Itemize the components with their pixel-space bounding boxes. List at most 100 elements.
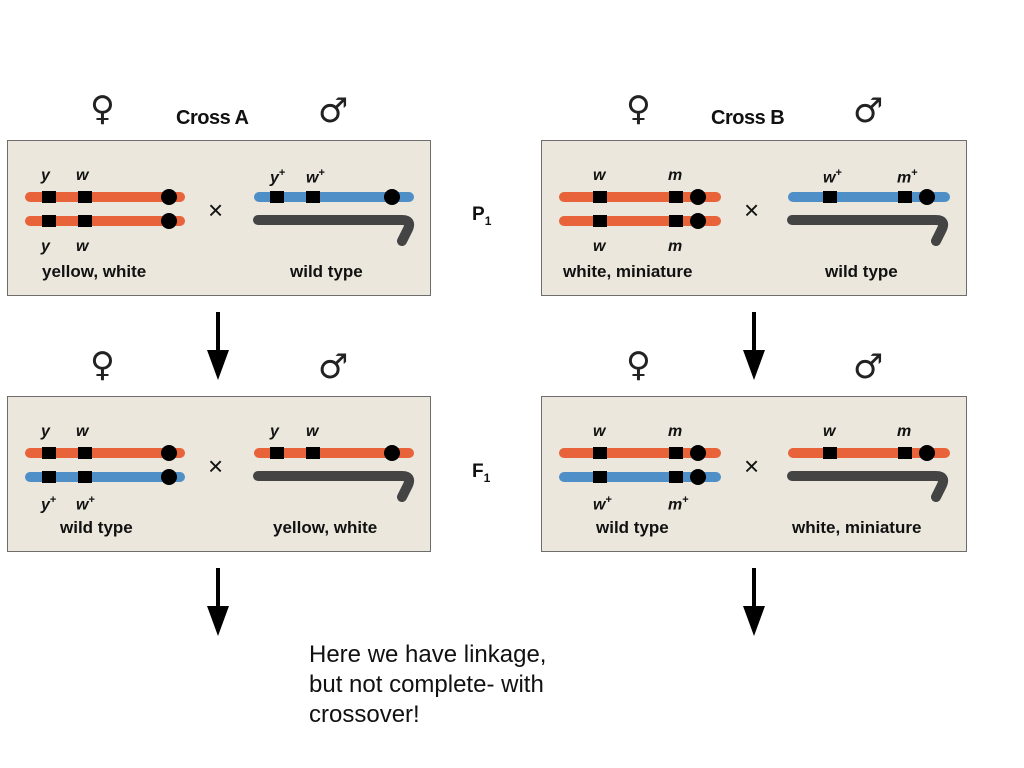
female-x-chromosome	[559, 445, 721, 461]
allele-label: y	[41, 238, 50, 255]
cross-symbol: ×	[208, 451, 224, 481]
allele-label: m+	[897, 167, 918, 187]
allele-label: w	[76, 167, 89, 184]
centromere	[919, 189, 935, 205]
centromere	[384, 445, 400, 461]
female-symbol-cross-b-p1: ♀	[626, 89, 651, 129]
male-symbol-cross-b-p1: ♂	[853, 91, 884, 131]
female-x-chromosome	[25, 445, 185, 461]
locus-marker	[270, 191, 284, 203]
allele-label: w	[306, 423, 319, 440]
female-x-chromosome	[25, 213, 185, 229]
locus-marker	[593, 447, 607, 459]
centromere	[690, 189, 706, 205]
locus-marker	[669, 471, 683, 483]
phenotype-label: wild type	[825, 262, 898, 281]
allele-label: w	[76, 423, 89, 440]
phenotype-label: wild type	[596, 518, 669, 537]
female-x-chromosome	[25, 469, 185, 485]
centromere	[919, 445, 935, 461]
allele-label: w	[823, 423, 836, 440]
cross-symbol: ×	[744, 451, 760, 481]
cross-b-p1-panel: w m w m white, miniature × w+ m+ wild ty…	[541, 140, 967, 296]
phenotype-label: yellow, white	[42, 262, 147, 281]
cross-a-title: Cross A	[176, 107, 249, 129]
centromere	[384, 189, 400, 205]
male-symbol-cross-a-p1: ♂	[318, 91, 349, 131]
male-x-chromosome	[254, 445, 414, 461]
centromere	[161, 213, 177, 229]
phenotype-label: yellow, white	[273, 518, 378, 537]
allele-label: w	[593, 423, 606, 440]
allele-label: m	[897, 423, 912, 440]
allele-label: w	[76, 238, 89, 255]
locus-marker	[42, 471, 56, 483]
male-symbol-cross-a-f1: ♂	[318, 347, 349, 387]
cross-a-p1-panel: y w y w yellow, white × y+ w+ wild type	[7, 140, 431, 296]
female-x-chromosome	[25, 189, 185, 205]
male-x-chromosome	[788, 189, 950, 205]
female-symbol-cross-a-f1: ♀	[90, 345, 115, 385]
locus-marker	[593, 191, 607, 203]
locus-marker	[669, 215, 683, 227]
allele-label: y+	[270, 167, 286, 187]
locus-marker	[669, 191, 683, 203]
locus-marker	[42, 215, 56, 227]
centromere	[690, 213, 706, 229]
male-x-chromosome	[254, 189, 414, 205]
cross-symbol: ×	[208, 195, 224, 225]
locus-marker	[42, 447, 56, 459]
cross-a-f1-panel: y w y+ w+ wild type × y w yellow, white	[7, 396, 431, 552]
female-symbol-cross-b-f1: ♀	[626, 345, 651, 385]
arrow-down-icon	[207, 568, 229, 636]
locus-marker	[593, 215, 607, 227]
centromere	[161, 469, 177, 485]
allele-label: w	[593, 238, 606, 255]
locus-marker	[306, 191, 320, 203]
arrow-down-icon	[207, 312, 229, 380]
allele-label: y	[41, 423, 50, 440]
cross-symbol: ×	[744, 195, 760, 225]
phenotype-label: white, miniature	[792, 518, 922, 537]
locus-marker	[823, 447, 837, 459]
allele-label: y	[41, 167, 50, 184]
locus-marker	[898, 191, 912, 203]
centromere	[161, 445, 177, 461]
male-symbol-cross-b-f1: ♂	[853, 347, 884, 387]
locus-marker	[78, 215, 92, 227]
allele-label: m	[668, 167, 683, 184]
arrow-down-icon	[743, 312, 765, 380]
locus-marker	[898, 447, 912, 459]
centromere	[161, 189, 177, 205]
allele-label: m	[668, 423, 683, 440]
locus-marker	[669, 447, 683, 459]
locus-marker	[78, 191, 92, 203]
locus-marker	[593, 471, 607, 483]
linkage-note: Here we have linkage, but not complete- …	[309, 641, 547, 728]
cross-b-f1-panel: w m w+ m+ wild type × w m white, miniatu…	[541, 396, 967, 552]
phenotype-label: wild type	[60, 518, 133, 537]
allele-label: y	[270, 423, 279, 440]
y-chromosome	[787, 215, 949, 246]
allele-label: m	[668, 238, 683, 255]
male-x-chromosome	[788, 445, 950, 461]
y-chromosome	[787, 471, 949, 502]
locus-marker	[823, 191, 837, 203]
allele-label: w+	[306, 167, 325, 187]
phenotype-label: wild type	[290, 262, 363, 281]
y-chromosome	[253, 471, 415, 502]
female-x-chromosome	[559, 469, 721, 485]
allele-label: y+	[41, 494, 57, 514]
locus-marker	[78, 447, 92, 459]
female-x-chromosome	[559, 189, 721, 205]
allele-label: w+	[823, 167, 842, 187]
generation-label-f1: F1	[472, 461, 491, 485]
y-chromosome	[253, 215, 415, 246]
locus-marker	[306, 447, 320, 459]
female-symbol-cross-a-p1: ♀	[90, 89, 115, 129]
locus-marker	[270, 447, 284, 459]
cross-b-title: Cross B	[711, 107, 785, 129]
generation-label-p1: P1	[472, 204, 492, 228]
arrow-down-icon	[743, 568, 765, 636]
locus-marker	[42, 191, 56, 203]
